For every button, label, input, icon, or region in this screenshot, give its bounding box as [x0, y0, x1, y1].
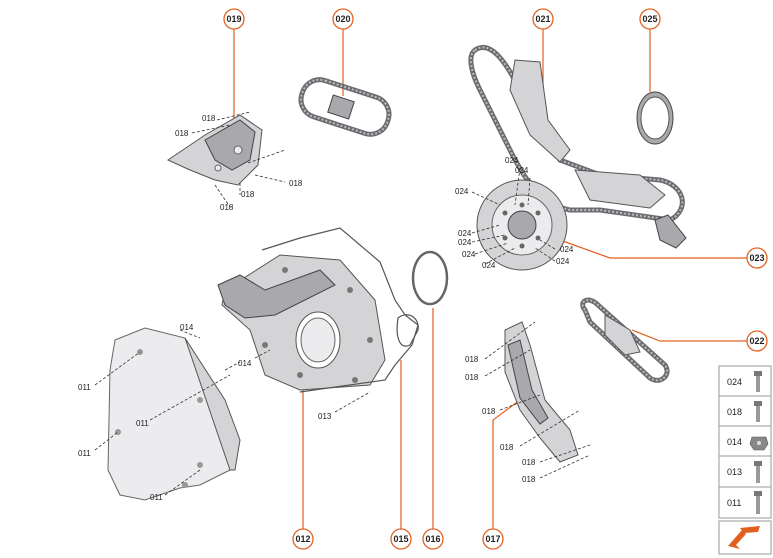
callout-leaders [233, 28, 747, 530]
label-011: 011 [136, 419, 149, 428]
callout-015-label: 015 [393, 534, 408, 544]
label-024: 024 [455, 187, 469, 196]
nav-arrow-button[interactable] [718, 520, 772, 555]
label-018: 018 [482, 407, 496, 416]
part-012-timing-cover [217, 254, 386, 391]
callout-023[interactable]: 023 [746, 247, 768, 269]
label-011: 011 [78, 383, 91, 392]
legend-label-014: 014 [727, 437, 742, 447]
bolt-icon [754, 461, 762, 483]
callout-023-label: 023 [749, 253, 764, 263]
callout-021[interactable]: 021 [532, 8, 554, 30]
label-024: 024 [556, 257, 570, 266]
legend-row-018[interactable]: 018 [727, 401, 762, 422]
label-018: 018 [500, 443, 514, 452]
label-011: 011 [78, 449, 91, 458]
part-017-bracket [504, 321, 579, 463]
part-025-seal-ring [636, 91, 674, 145]
callout-017-label: 017 [485, 534, 500, 544]
label-011: 011 [150, 493, 163, 502]
bolt-icon [754, 401, 762, 422]
callout-022-label: 022 [749, 336, 764, 346]
part-021-timing-chain [468, 45, 687, 249]
label-024: 024 [515, 166, 529, 175]
label-024: 024 [458, 238, 472, 247]
part-016-o-ring [411, 250, 449, 306]
legend-row-014[interactable]: 014 [727, 436, 769, 451]
legend-row-011[interactable]: 011 [727, 491, 762, 514]
fastener-legend: 024 018 014 013 [718, 365, 772, 519]
callout-016-label: 016 [425, 534, 440, 544]
callout-025[interactable]: 025 [639, 8, 661, 30]
callout-019-label: 019 [226, 14, 241, 24]
part-large-cover-plate [107, 327, 241, 501]
bolt-leaders-019 [191, 111, 286, 208]
bolt-leaders-012 [254, 349, 371, 413]
label-018: 018 [465, 373, 479, 382]
label-024: 024 [482, 261, 496, 270]
part-020-chain [298, 77, 392, 137]
label-014: 014 [180, 323, 194, 332]
callout-019[interactable]: 019 [223, 8, 245, 30]
legend-row-013[interactable]: 013 [727, 461, 762, 483]
legend-row-024[interactable]: 024 [727, 371, 762, 392]
label-018: 018 [241, 190, 255, 199]
part-number-labels: 018 018 018 018 018 024 024 024 024 024 … [78, 114, 574, 502]
label-024: 024 [505, 156, 519, 165]
label-024: 024 [458, 229, 472, 238]
callout-021-label: 021 [535, 14, 550, 24]
bolt-leaders-017 [484, 321, 591, 479]
label-014: 014 [238, 359, 252, 368]
nut-icon [749, 436, 769, 451]
label-018: 018 [465, 355, 479, 364]
callout-016[interactable]: 016 [422, 528, 444, 550]
label-018: 018 [522, 475, 536, 484]
bolt-icon [754, 491, 762, 514]
bolt-leaders-cover [94, 329, 241, 496]
legend-label-024: 024 [727, 377, 742, 387]
legend-label-013: 013 [727, 467, 742, 477]
label-018: 018 [202, 114, 216, 123]
label-024: 024 [560, 245, 574, 254]
callout-020[interactable]: 020 [332, 8, 354, 30]
part-019-bracket [166, 114, 263, 186]
callout-012[interactable]: 012 [292, 528, 314, 550]
callout-015[interactable]: 015 [390, 528, 412, 550]
label-018: 018 [522, 458, 536, 467]
label-018: 018 [175, 129, 189, 138]
bolt-icon [754, 371, 762, 392]
callout-012-label: 012 [295, 534, 310, 544]
label-024: 024 [462, 250, 476, 259]
arrow-down-left-icon [728, 526, 760, 549]
part-023-sprocket [476, 179, 568, 271]
bolt-leaders-023 [471, 167, 556, 265]
callout-025-label: 025 [642, 14, 657, 24]
callout-020-label: 020 [335, 14, 350, 24]
part-015-gasket [261, 227, 419, 393]
callout-017[interactable]: 017 [482, 528, 504, 550]
part-022-chain [580, 297, 670, 383]
legend-label-011: 011 [727, 498, 741, 508]
label-018: 018 [220, 203, 234, 212]
label-018: 018 [289, 179, 303, 188]
label-013: 013 [318, 412, 332, 421]
callout-022[interactable]: 022 [746, 330, 768, 352]
legend-label-018: 018 [727, 407, 742, 417]
